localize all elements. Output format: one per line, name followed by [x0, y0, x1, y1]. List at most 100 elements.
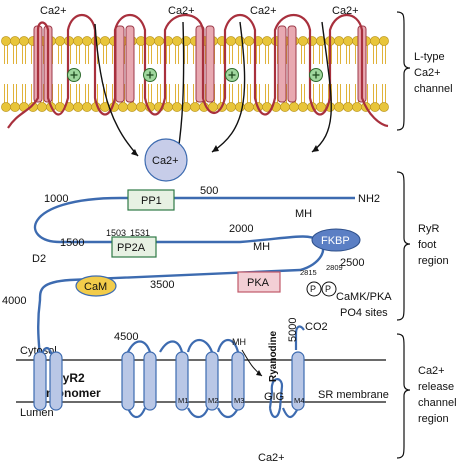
ca-label-top-1: Ca2+: [40, 5, 67, 17]
gig-label: GIG: [264, 391, 284, 403]
mh-label-1: MH: [295, 208, 312, 220]
lipid-head: [10, 102, 20, 112]
lipid-head: [298, 36, 308, 46]
tm-helix: [291, 351, 305, 411]
lipid-head: [82, 36, 92, 46]
ltype-helix: [115, 25, 125, 103]
lipid-head: [37, 102, 47, 112]
lumen-label: Lumen: [20, 407, 54, 419]
lipid-head: [19, 36, 29, 46]
ca-label-top-2: Ca2+: [168, 5, 195, 17]
lipid-head: [136, 102, 146, 112]
co2-terminus: CO2: [305, 321, 328, 333]
voltage-sensor-charges: [67, 68, 323, 82]
phospho-site-2-label: P: [325, 284, 331, 294]
foot-label-1: RyR: [418, 223, 439, 235]
tm-helix: [175, 351, 189, 411]
release-label-4: region: [418, 413, 449, 425]
lipid-head: [334, 102, 344, 112]
ca-ion-center-label: Ca2+: [152, 155, 179, 167]
lipid-head: [10, 36, 20, 46]
pp2a-box: [111, 236, 157, 258]
cam-label: CaM: [84, 281, 107, 293]
tm-helix: [49, 351, 63, 411]
lipid-head: [343, 36, 353, 46]
release-label-3: channel: [418, 397, 457, 409]
cam-protein: [75, 275, 117, 297]
tm-helix: [231, 351, 245, 411]
residue-1000: 1000: [44, 193, 68, 205]
ltype-helix: [287, 25, 297, 103]
lipid-head: [82, 102, 92, 112]
camk-pka-label: CaMK/PKA: [336, 291, 392, 303]
lipid-head: [226, 36, 236, 46]
ltype-helix: [205, 25, 215, 103]
lipid-head: [334, 36, 344, 46]
lipid-head: [289, 102, 299, 112]
lipid-head: [100, 36, 110, 46]
lipid-bilayer: [1, 36, 389, 112]
lipid-head: [370, 36, 380, 46]
nh2-terminus: NH2: [358, 193, 380, 205]
lipid-head: [298, 102, 308, 112]
lipid-head: [172, 102, 182, 112]
lipid-head: [73, 36, 83, 46]
lipid-head: [226, 102, 236, 112]
foot-label-3: region: [418, 255, 449, 267]
lipid-head: [55, 36, 65, 46]
ca-label-top-3: Ca2+: [250, 5, 277, 17]
tm-helix: [33, 351, 47, 411]
helix-label-m4: M4: [294, 396, 304, 405]
lipid-head: [379, 36, 389, 46]
residue-4500: 4500: [114, 331, 138, 343]
brace-ltype: [396, 11, 411, 131]
transmembrane-strand: [38, 325, 305, 419]
lipid-head: [118, 102, 128, 112]
residue-2000: 2000: [229, 223, 253, 235]
lipid-head: [379, 102, 389, 112]
lipid-head: [73, 102, 83, 112]
residue-1503: 1503: [106, 228, 126, 238]
pp1-box: [127, 189, 175, 211]
release-label-1: Ca2+: [418, 365, 445, 377]
residue-2500: 2500: [340, 257, 364, 269]
transmembrane-helices: M1 M2 M3 M4: [33, 351, 305, 411]
d2-label: D2: [32, 253, 46, 265]
lipid-head: [262, 36, 272, 46]
residue-2815: 2815: [300, 268, 317, 277]
sr-membrane-label: SR membrane: [318, 389, 389, 401]
phospho-site-2: [321, 281, 337, 297]
residue-1500: 1500: [60, 237, 84, 249]
lipid-head: [145, 36, 155, 46]
fkbp-label: FKBP: [321, 235, 350, 247]
lipid-head: [316, 102, 326, 112]
fkbp-protein: [311, 228, 361, 252]
helix-label-m2: M2: [208, 396, 218, 405]
lipid-head: [1, 102, 11, 112]
foot-label-2: foot: [418, 239, 436, 251]
ca-ion-center: [144, 138, 188, 182]
ltype-label-2: Ca2+: [414, 67, 441, 79]
helix-label-m3: M3: [234, 396, 244, 405]
ltype-helix: [125, 25, 135, 103]
lipid-head: [190, 102, 200, 112]
lipid-head: [1, 36, 11, 46]
phospho-site-1: [306, 281, 322, 297]
residue-1531: 1531: [130, 228, 150, 238]
po4-sites-label: PO4 sites: [340, 307, 388, 319]
lipid-head: [280, 102, 290, 112]
ryanodine-label: Ryanodine: [268, 330, 279, 382]
ltype-helix: [277, 25, 287, 103]
pka-box: [237, 271, 281, 293]
lipid-head: [352, 102, 362, 112]
brace-release-channel: [396, 333, 411, 459]
residue-3500: 3500: [150, 279, 174, 291]
ca-influx-arrows: [94, 21, 332, 157]
helix-label-m1: M1: [178, 396, 188, 405]
lipid-head: [244, 102, 254, 112]
mh-label-2: MH: [253, 241, 270, 253]
tm-helix: [205, 351, 219, 411]
release-label-2: release: [418, 381, 454, 393]
